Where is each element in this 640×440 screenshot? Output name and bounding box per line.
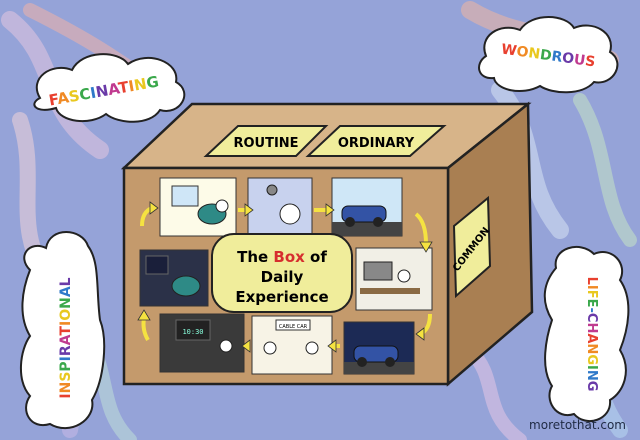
cloud-letter: N xyxy=(527,45,541,62)
title-line-1: The Box of xyxy=(237,248,327,266)
ordinary-plate xyxy=(305,125,447,157)
cloud-letter: S xyxy=(58,372,74,382)
cable-car-sign: CABLE CAR xyxy=(279,324,308,330)
panel-drive-evening xyxy=(343,321,415,375)
routine-plate xyxy=(203,125,329,157)
cloud-letter: R xyxy=(550,49,563,66)
cloud-letter: A xyxy=(58,334,74,345)
panel-night xyxy=(139,249,209,307)
title-line-3: Experience xyxy=(235,288,328,306)
cloud-wondrous: WONDROUS xyxy=(478,16,619,94)
cloud-life-changing: LIFE-CHANGING xyxy=(543,245,630,423)
cloud-letter: R xyxy=(58,345,74,356)
cloud-letter: U xyxy=(573,52,586,69)
cloud-letter: I xyxy=(584,365,599,370)
cloud-letter: G xyxy=(584,354,599,365)
cloud-letter: C xyxy=(78,85,92,105)
wondrous-label: WONDROUS xyxy=(500,41,596,70)
cloud-letter: I xyxy=(58,393,74,398)
panel-wake-up xyxy=(159,177,237,237)
routine-label: ROUTINE xyxy=(233,136,298,151)
cloud-letter: I xyxy=(127,77,136,96)
life-changing-label: LIFE-CHANGING xyxy=(584,277,599,392)
cloud-letter: F xyxy=(47,90,59,109)
cloud-letter: O xyxy=(561,50,575,68)
title-post: of xyxy=(305,248,328,266)
cloud-letter: S xyxy=(584,53,596,70)
cloud-letter: D xyxy=(539,47,553,64)
center-label-plate xyxy=(211,233,353,313)
cloud-letter: I xyxy=(58,321,74,326)
cloud-letter: S xyxy=(67,86,81,106)
cloud-letter: A xyxy=(56,88,71,108)
panel-office xyxy=(355,247,433,311)
panel-tv: 10:30 xyxy=(159,313,245,373)
cloud-letter: N xyxy=(58,297,74,309)
cloud-letter: N xyxy=(584,343,599,354)
cloud-letter: L xyxy=(58,277,74,286)
cloud-letter: O xyxy=(515,44,529,62)
cloud-letter: G xyxy=(145,72,160,92)
panel-drive-morning xyxy=(331,177,403,237)
inspirational-label: INSPIRATIONAL xyxy=(58,277,74,398)
cloud-letter: N xyxy=(133,75,148,95)
ordinary-label: ORDINARY xyxy=(338,136,415,151)
cloud-letter: O xyxy=(58,309,74,321)
cloud-letter: F xyxy=(584,290,599,299)
cloud-letter: E xyxy=(584,299,599,308)
cloud-letter: N xyxy=(584,370,599,381)
cloud-letter: I xyxy=(89,84,98,103)
cloud-letter: H xyxy=(584,322,599,333)
cloud-letter: T xyxy=(117,78,131,98)
cloud-letter: C xyxy=(584,313,599,323)
cloud-fascinating: FASCINATING xyxy=(33,53,186,123)
site-credit: moretothat.com xyxy=(529,418,626,432)
clock-display: 10:30 xyxy=(182,328,203,336)
common-plate xyxy=(452,195,492,299)
daily-box: ROUTINE ORDINARY COMMON xyxy=(120,101,534,387)
cloud-letter: P xyxy=(58,361,74,371)
cloud-letter: A xyxy=(584,333,599,343)
title-line-2: Daily xyxy=(261,268,304,286)
panel-cable-car: CABLE CAR xyxy=(251,315,333,375)
cloud-inspirational: INSPIRATIONAL xyxy=(19,231,106,430)
title-box-word: Box xyxy=(273,248,305,266)
arrow-heads xyxy=(137,201,433,353)
cloud-letter: G xyxy=(584,381,599,392)
panel-shower xyxy=(247,177,313,237)
cloud-letter: I xyxy=(58,356,74,361)
cloud-letter: I xyxy=(584,285,599,290)
fascinating-label: FASCINATING xyxy=(47,72,160,109)
cloud-letter: A xyxy=(58,286,74,297)
cloud-letter: N xyxy=(94,81,109,101)
cloud-letter: T xyxy=(58,326,74,336)
title-pre: The xyxy=(237,248,273,266)
arrow-4 xyxy=(414,212,428,245)
cloud-letter: L xyxy=(584,277,599,285)
cloud-letter: - xyxy=(584,308,599,313)
cloud-letter: W xyxy=(500,41,518,59)
cloud-letter: N xyxy=(58,382,74,394)
